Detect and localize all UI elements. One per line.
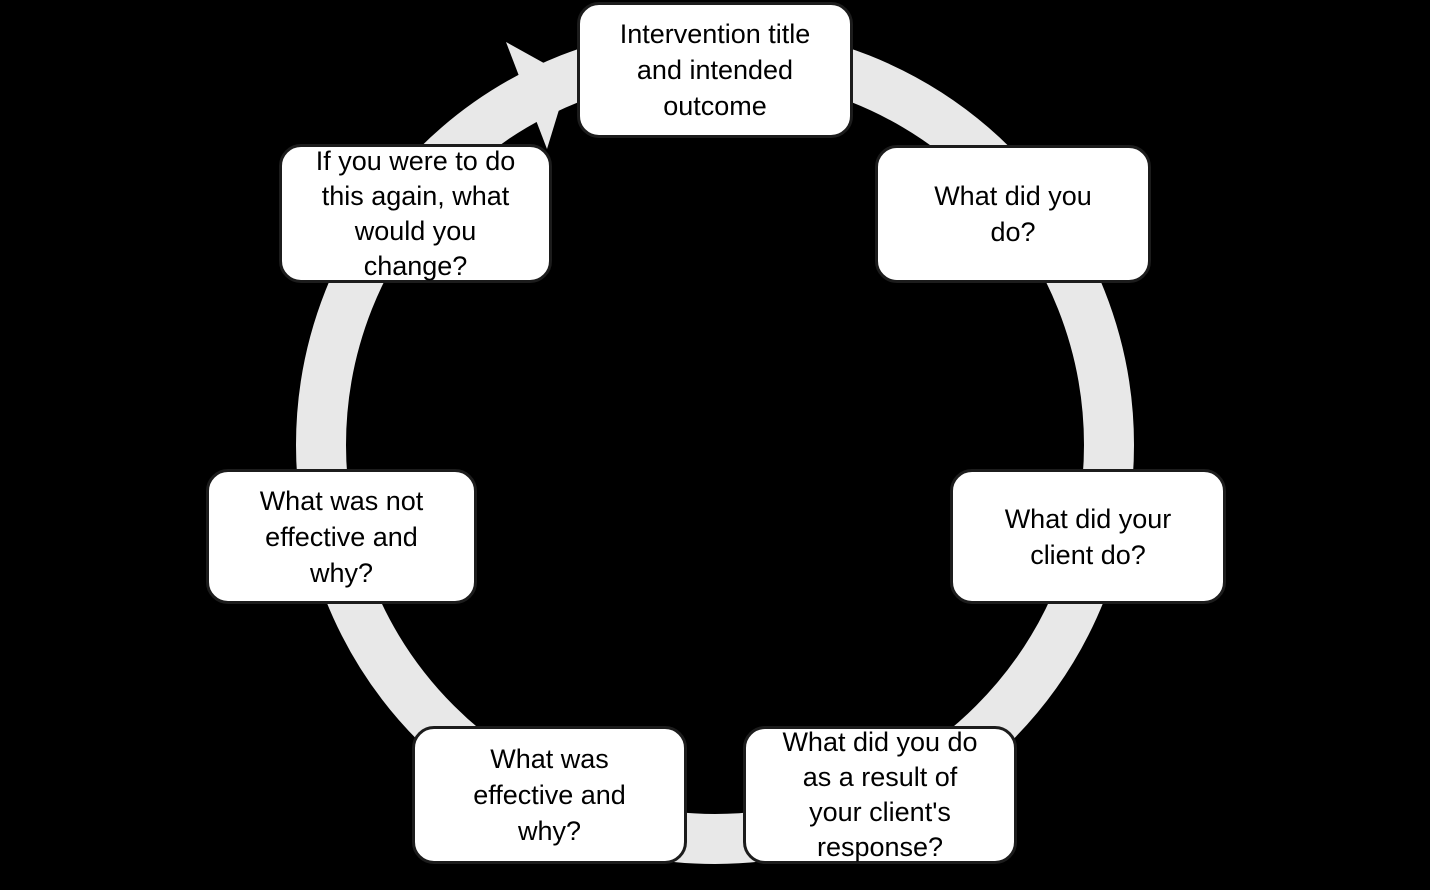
node-if-you-did-this-again: If you were to do this again, what would…	[279, 144, 552, 283]
node-what-did-you-do-as-result-label: What did you do as a result of your clie…	[782, 727, 978, 862]
node-intervention-title-label: Intervention title and intended outcome	[619, 19, 811, 121]
node-what-was-effective: What was effective and why?	[412, 726, 687, 864]
node-what-was-not-effective-label: What was not effective and why?	[259, 485, 424, 588]
node-what-did-you-do: What did you do?	[875, 145, 1151, 283]
node-what-was-not-effective: What was not effective and why?	[206, 469, 477, 604]
node-what-did-your-client-do: What did your client do?	[950, 469, 1226, 604]
node-what-did-your-client-do-label: What did your client do?	[1004, 503, 1172, 570]
node-what-did-you-do-label: What did you do?	[934, 181, 1092, 247]
node-if-you-did-this-again-label: If you were to do this again, what would…	[315, 145, 516, 281]
node-what-did-you-do-as-result: What did you do as a result of your clie…	[743, 726, 1017, 864]
node-what-was-effective-label: What was effective and why?	[473, 744, 626, 846]
clockwise-arrowhead-icon	[506, 42, 569, 149]
node-intervention-title: Intervention title and intended outcome	[577, 2, 853, 138]
